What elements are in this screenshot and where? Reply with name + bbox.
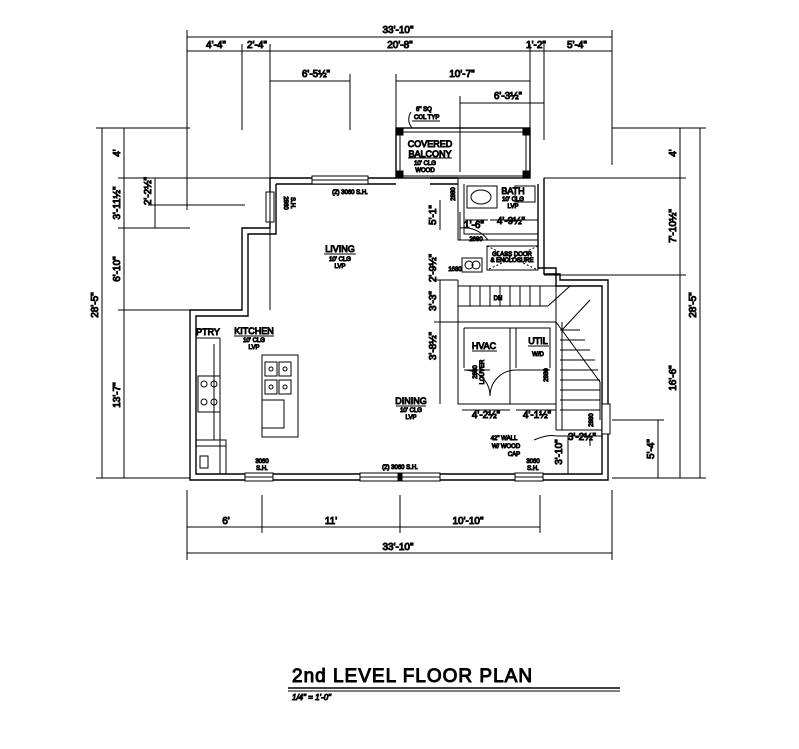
bath-floor: LVP [508, 204, 519, 210]
dim-inner-g: 4'-2½" [472, 410, 501, 421]
glass-label-1: GLASS DOOR [492, 252, 532, 258]
dim-top-a: 4'-4" [206, 40, 226, 51]
plan-title: 2nd LEVEL FLOOR PLAN [292, 666, 533, 687]
top-dimensions [186, 30, 613, 310]
dim-inner-b: 1'-6" [464, 220, 484, 231]
dim-inner-i: 3'-2½" [568, 432, 597, 443]
dim-left-e: 13'-7" [112, 382, 123, 408]
dim-bottom-b: 11' [325, 516, 337, 527]
window-bot-right-2: S.H. [527, 466, 539, 472]
util-label: UTIL [528, 336, 548, 346]
door-2680: 2680 [469, 237, 483, 243]
dim-top-c: 20'-8" [387, 40, 413, 51]
living-floor: LVP [335, 264, 346, 270]
kitchen-clg: 10' CLG [243, 338, 265, 344]
stair-dn-label: DN [494, 296, 503, 302]
dim-inner-c: 4'-9½" [497, 216, 526, 227]
dim-inner-d: 2'-9½" [428, 253, 439, 282]
window-bot-left-2: S.H. [256, 466, 268, 472]
bath-label: BATH [501, 186, 524, 196]
kitchen-cabinets [195, 337, 227, 475]
dim-right-total: 28'-5" [688, 292, 699, 318]
dim-inner-a: 5'-1" [428, 205, 439, 225]
dim-left-total: 28'-5" [90, 292, 101, 318]
dim-inner-j: 3'-10" [554, 439, 565, 465]
hvac-util-walls [457, 322, 556, 405]
bath-clg: 10' CLG [502, 197, 524, 203]
window-left-label-1: 2860 [282, 196, 288, 210]
window-top-label: (2) 3060 S.H. [332, 190, 368, 196]
balcony-label-2: BALCONY [408, 149, 451, 159]
dim-top-f: 6'-5½" [302, 69, 331, 80]
dim-top-total: 33'-10" [382, 25, 413, 36]
dim-inner-h: 4'-1½" [523, 410, 552, 421]
stair-walls [457, 280, 602, 430]
right-dimensions [544, 127, 706, 479]
wall-note-3: CAP [508, 452, 520, 458]
left-dimensions [96, 127, 270, 479]
hvac-door-2: LOUVER [480, 359, 486, 384]
hvac-label: HVAC [472, 341, 497, 351]
dim-inner-f: 3'-8½" [428, 331, 439, 360]
dim-left-c: 2'-2½" [143, 176, 154, 205]
bottom-dimensions [186, 490, 613, 560]
dim-top-h: 6'-3½" [494, 91, 523, 102]
hvac-dimensions [434, 279, 556, 411]
note-col-1: 6" SQ [416, 107, 432, 113]
wall-note-1: 42" WALL [491, 436, 518, 442]
balcony-clg: 10' CLG [414, 161, 436, 167]
dim-bottom-a: 6' [222, 516, 230, 527]
bath-walls [457, 178, 538, 241]
kitchen-island [261, 354, 299, 438]
note-col-2: COL TYP [414, 115, 439, 121]
dim-right-d: 5'-4" [646, 439, 657, 459]
window-bot-right-1: 3060 [526, 459, 540, 465]
ptry-label: PTRY [196, 327, 220, 337]
window-bot-left-1: 3060 [255, 459, 269, 465]
shower-enclosure [461, 245, 539, 273]
dim-top-e: 5'-4" [567, 40, 587, 51]
dim-right-c: 16'-6" [668, 365, 679, 391]
kitchen-label: KITCHEN [234, 326, 274, 336]
kitchen-floor: LVP [249, 345, 260, 351]
hvac-door-1: 2880 [473, 365, 479, 379]
balcony-label-1: COVERED [408, 139, 453, 149]
dim-left-b: 3'-11½" [112, 186, 123, 220]
dim-top-b: 2'-4" [247, 40, 267, 51]
dining-floor: LVP [406, 415, 417, 421]
half-wall [533, 429, 602, 474]
dim-left-a: 4' [112, 149, 123, 157]
dim-right-a: 4' [668, 149, 679, 157]
dining-clg: 10' CLG [400, 408, 422, 414]
dim-bottom-total: 33'-10" [382, 542, 413, 553]
dim-left-d: 6'-10" [112, 256, 123, 282]
util-wd: W/D [532, 352, 544, 358]
window-bot-mid: (2) 3060 S.H. [382, 465, 418, 471]
bath-dimensions [439, 200, 538, 230]
dining-label: DINING [395, 396, 427, 406]
util-door: 2880 [544, 368, 550, 382]
living-clg: 10' CLG [329, 257, 351, 263]
dim-inner-e: 3'-3" [428, 291, 439, 311]
glass-label-2: & ENCLOSURE [490, 258, 533, 264]
plan-scale: 1/4" = 1'-0" [292, 693, 332, 702]
bath-door-label: 2880 [451, 187, 457, 201]
window-left-label-2: S.H. [289, 197, 295, 209]
windows [244, 175, 611, 482]
door-1680: 1680 [448, 267, 462, 273]
balcony-floor: WOOD [415, 168, 435, 174]
dim-top-g: 10'-7" [449, 69, 475, 80]
dim-right-b: 7'-10½" [668, 209, 679, 243]
dim-top-d: 1'-2" [526, 40, 546, 51]
covered-balcony [395, 111, 531, 179]
wall-note-2: W/ WOOD [492, 444, 521, 450]
living-label: LIVING [325, 244, 355, 254]
dim-bottom-c: 10'-10" [452, 516, 483, 527]
stair-door: 2880 [589, 413, 595, 427]
